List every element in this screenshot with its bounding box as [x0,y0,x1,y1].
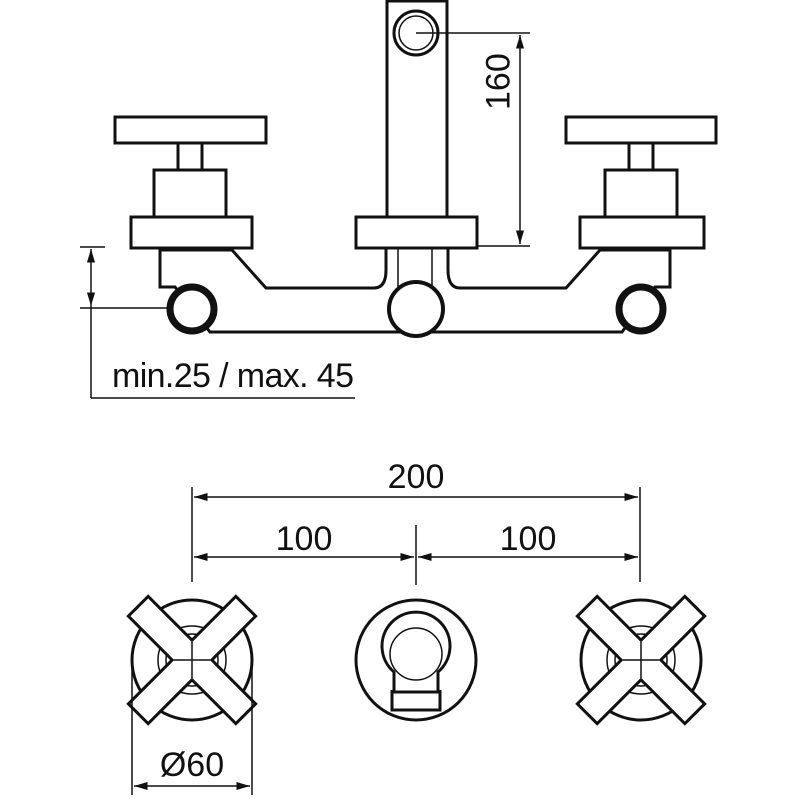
dimension-diameter: Ø60 [131,665,253,795]
dimension-160: 160 [416,32,530,247]
right-handle-top-view [575,594,707,726]
spout-top-view [354,598,478,722]
dimension-label-diameter: Ø60 [160,746,224,784]
right-handle-body [603,168,679,219]
left-connector [166,283,218,335]
dimension-label-wall: min.25 / max. 45 [112,357,354,395]
right-connector [615,283,667,335]
right-handle-bar [564,115,718,145]
center-flange [354,215,479,250]
front-view [113,0,718,338]
right-handle-stem [627,141,655,172]
dimension-label-160: 160 [480,53,518,110]
dimension-label-100-left: 100 [276,520,333,558]
dimension-wall-distance: min.25 / max. 45 [80,246,355,399]
left-handle-top-view [126,594,258,726]
left-handle-stem [176,141,204,172]
dimension-spacing: 200 100 100 [191,458,641,585]
right-flange [578,215,706,250]
left-handle-bar [113,115,268,145]
center-connector [387,280,445,338]
dimension-label-100-right: 100 [500,520,557,558]
left-handle-body [152,168,228,219]
left-flange [129,215,254,250]
dimension-label-200: 200 [388,458,445,496]
